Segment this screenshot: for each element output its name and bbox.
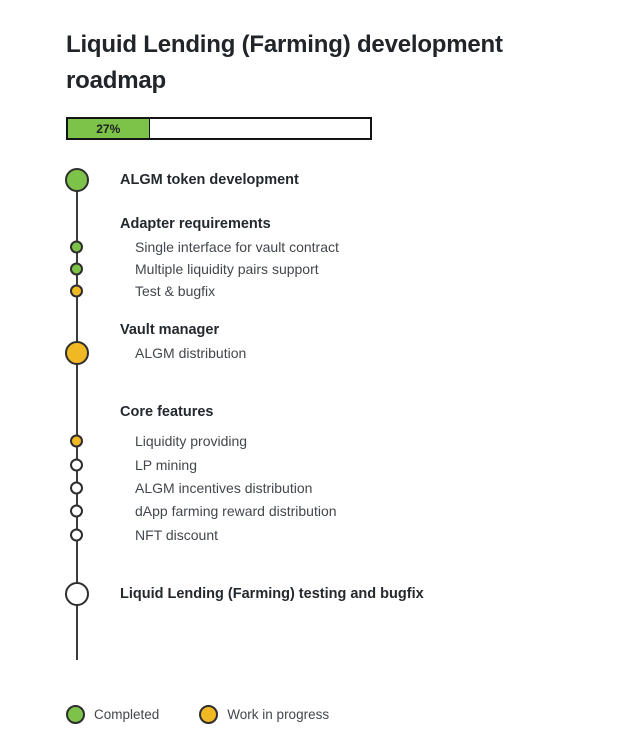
task-row: Single interface for vault contract bbox=[66, 236, 621, 258]
task-label: NFT discount bbox=[135, 527, 218, 543]
pending-dot-icon bbox=[70, 481, 83, 495]
milestone-label: ALGM token development bbox=[120, 172, 299, 188]
in-progress-dot-icon bbox=[65, 341, 89, 365]
task-row: dApp farming reward distribution bbox=[66, 500, 621, 522]
legend-item-work-in-progress: Work in progress bbox=[199, 705, 329, 724]
completed-dot-icon bbox=[65, 168, 89, 192]
task-row: LP mining bbox=[66, 454, 621, 476]
legend: Completed Work in progress bbox=[66, 705, 621, 724]
progress-bar: 27% bbox=[66, 117, 372, 140]
task-label: Test & bugfix bbox=[135, 283, 216, 299]
task-row: ALGM distribution bbox=[65, 341, 621, 365]
task-label: Single interface for vault contract bbox=[135, 239, 339, 255]
task-row: NFT discount bbox=[66, 524, 621, 546]
roadmap-timeline: ALGM token development Adapter requireme… bbox=[65, 168, 621, 660]
pending-dot-icon bbox=[65, 582, 89, 606]
in-progress-dot-icon bbox=[70, 434, 83, 448]
task-label: dApp farming reward distribution bbox=[135, 503, 337, 519]
task-row: Multiple liquidity pairs support bbox=[66, 258, 621, 280]
pending-dot-icon bbox=[70, 528, 83, 542]
task-label: Multiple liquidity pairs support bbox=[135, 261, 319, 277]
legend-label: Work in progress bbox=[227, 707, 330, 722]
task-label: ALGM distribution bbox=[135, 345, 247, 361]
task-label: ALGM incentives distribution bbox=[135, 480, 313, 496]
pending-dot-icon bbox=[70, 458, 83, 472]
completed-dot-icon bbox=[70, 240, 83, 254]
milestone-label: Liquid Lending (Farming) testing and bug… bbox=[120, 586, 424, 602]
completed-dot-icon bbox=[70, 262, 83, 276]
legend-label: Completed bbox=[94, 707, 160, 722]
task-row: ALGM incentives distribution bbox=[66, 477, 621, 499]
progress-bar-fill: 27% bbox=[68, 119, 150, 138]
milestone-row: Liquid Lending (Farming) testing and bug… bbox=[65, 582, 621, 606]
page-title: Liquid Lending (Farming) development roa… bbox=[66, 31, 503, 94]
legend-item-completed: Completed bbox=[66, 705, 159, 724]
task-label: Liquidity providing bbox=[135, 433, 248, 449]
in-progress-dot-icon bbox=[199, 705, 219, 724]
task-label: LP mining bbox=[135, 457, 198, 473]
pending-dot-icon bbox=[70, 504, 83, 518]
in-progress-dot-icon bbox=[70, 284, 83, 298]
task-row: Test & bugfix bbox=[66, 280, 621, 302]
section-header: Core features bbox=[120, 404, 214, 420]
section-header: Adapter requirements bbox=[120, 216, 271, 232]
task-row: Liquidity providing bbox=[66, 430, 621, 452]
progress-percent-label: 27% bbox=[96, 121, 121, 136]
section-header: Vault manager bbox=[120, 322, 220, 338]
completed-dot-icon bbox=[66, 705, 85, 724]
milestone-row: ALGM token development bbox=[65, 168, 621, 192]
